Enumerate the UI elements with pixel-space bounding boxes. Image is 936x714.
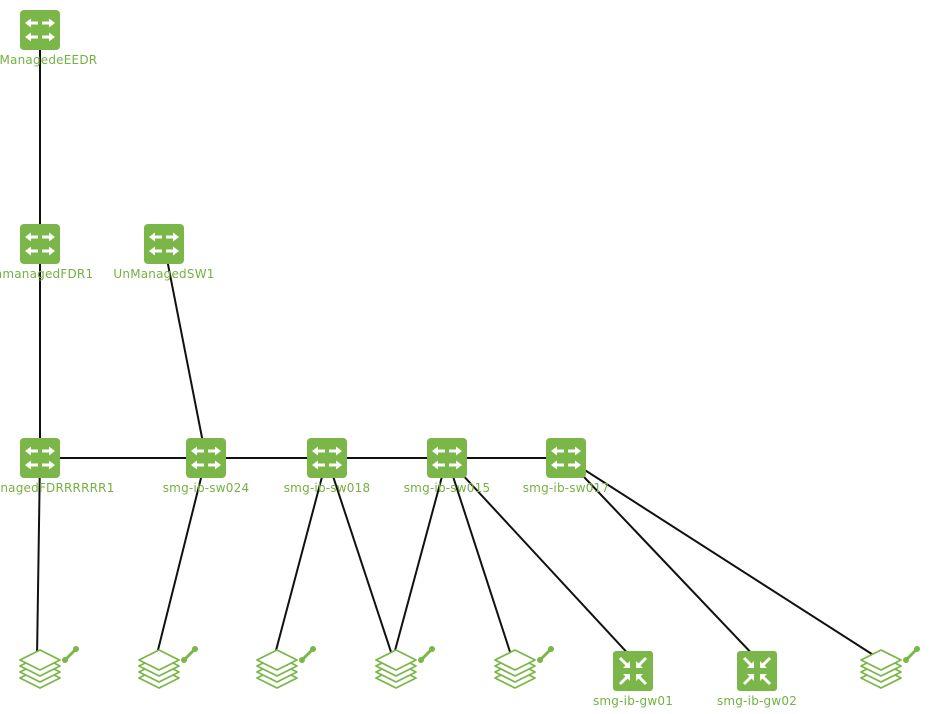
expand-link-icon[interactable] [62,646,79,663]
node-label: smg-ib-sw015 [404,481,491,495]
switch-arrows-icon [25,232,55,256]
node-label: smg-ib-sw024 [163,481,250,495]
link-n-sw017-n-gw02[interactable] [565,457,758,660]
switch-node-n-sw018[interactable]: smg-ib-sw018 [284,438,371,495]
switch-node-n-sw015[interactable]: smg-ib-sw015 [404,438,491,495]
node-label: UnManagedSW1 [113,267,214,281]
gateway-body [737,651,777,691]
switch-body [307,438,347,478]
gateway-node-n-gw01[interactable]: smg-ib-gw01 [593,651,673,708]
host-stack-icon [494,649,536,689]
link-n-sw024-h2[interactable] [155,457,207,659]
switch-body [186,438,226,478]
switch-node-n-sw017[interactable]: smg-ib-sw017 [523,438,610,495]
switch-body [20,224,60,264]
expand-link-icon[interactable] [418,646,435,663]
node-label: UnManagedFDRRRRRR1 [0,481,115,495]
host-group-node-h3[interactable] [256,646,316,689]
switch-body [144,224,184,264]
link-n-sw018-h4[interactable] [326,457,394,659]
link-n-sw1-n-sw024[interactable] [163,243,207,459]
host-stack-icon [375,649,417,689]
node-label: UnManagedeEEDR [0,53,97,67]
switch-arrows-icon [25,446,55,470]
switch-node-n-sw1[interactable]: UnManagedSW1 [113,224,214,281]
switch-arrows-icon [312,446,342,470]
gateway-body [613,651,653,691]
expand-link-icon[interactable] [181,646,198,663]
host-group-node-h4[interactable] [375,646,435,689]
expand-link-icon[interactable] [537,646,554,663]
expand-link-icon[interactable] [299,646,316,663]
switch-body [427,438,467,478]
switch-body [20,10,60,50]
switch-node-n-sw024[interactable]: smg-ib-sw024 [163,438,250,495]
node-label: smg-ib-sw018 [284,481,371,495]
link-n-sw015-h4[interactable] [392,457,448,659]
link-n-sw015-n-gw01[interactable] [446,457,634,660]
host-stack-icon [256,649,298,689]
host-stack-icon [19,649,61,689]
node-label: unmanagedFDR1 [0,267,93,281]
host-stack-icon [860,649,902,689]
switch-node-n-fdr1[interactable]: unmanagedFDR1 [0,224,93,281]
host-group-node-h6[interactable] [860,646,920,689]
host-group-node-h2[interactable] [138,646,198,689]
link-n-sw017-h6[interactable] [565,457,879,659]
node-label: smg-ib-sw017 [523,481,610,495]
links-layer [36,30,879,660]
switch-body [20,438,60,478]
switch-arrows-icon [432,446,462,470]
node-label: smg-ib-gw01 [593,694,673,708]
host-group-node-h1[interactable] [19,646,79,689]
switch-arrows-icon [149,232,179,256]
host-stack-icon [138,649,180,689]
node-label: smg-ib-gw02 [717,694,797,708]
expand-link-icon[interactable] [903,646,920,663]
gateway-node-n-gw02[interactable]: smg-ib-gw02 [717,651,797,708]
switch-arrows-icon [191,446,221,470]
link-n-sw015-h5[interactable] [446,457,513,659]
link-n-fdrr-h1[interactable] [36,457,41,659]
switch-body [546,438,586,478]
router-arrows-icon [618,656,648,686]
host-group-node-h5[interactable] [494,646,554,689]
switch-arrows-icon [25,18,55,42]
switch-node-n-fdrr[interactable]: UnManagedFDRRRRRR1 [0,438,115,495]
link-n-sw018-h3[interactable] [273,457,328,659]
nodes-layer: UnManagedeEEDR unmanagedFDR1 UnManagedSW1U… [0,10,920,708]
switch-node-n-eedr[interactable]: UnManagedeEEDR [0,10,97,67]
router-arrows-icon [742,656,772,686]
switch-arrows-icon [551,446,581,470]
